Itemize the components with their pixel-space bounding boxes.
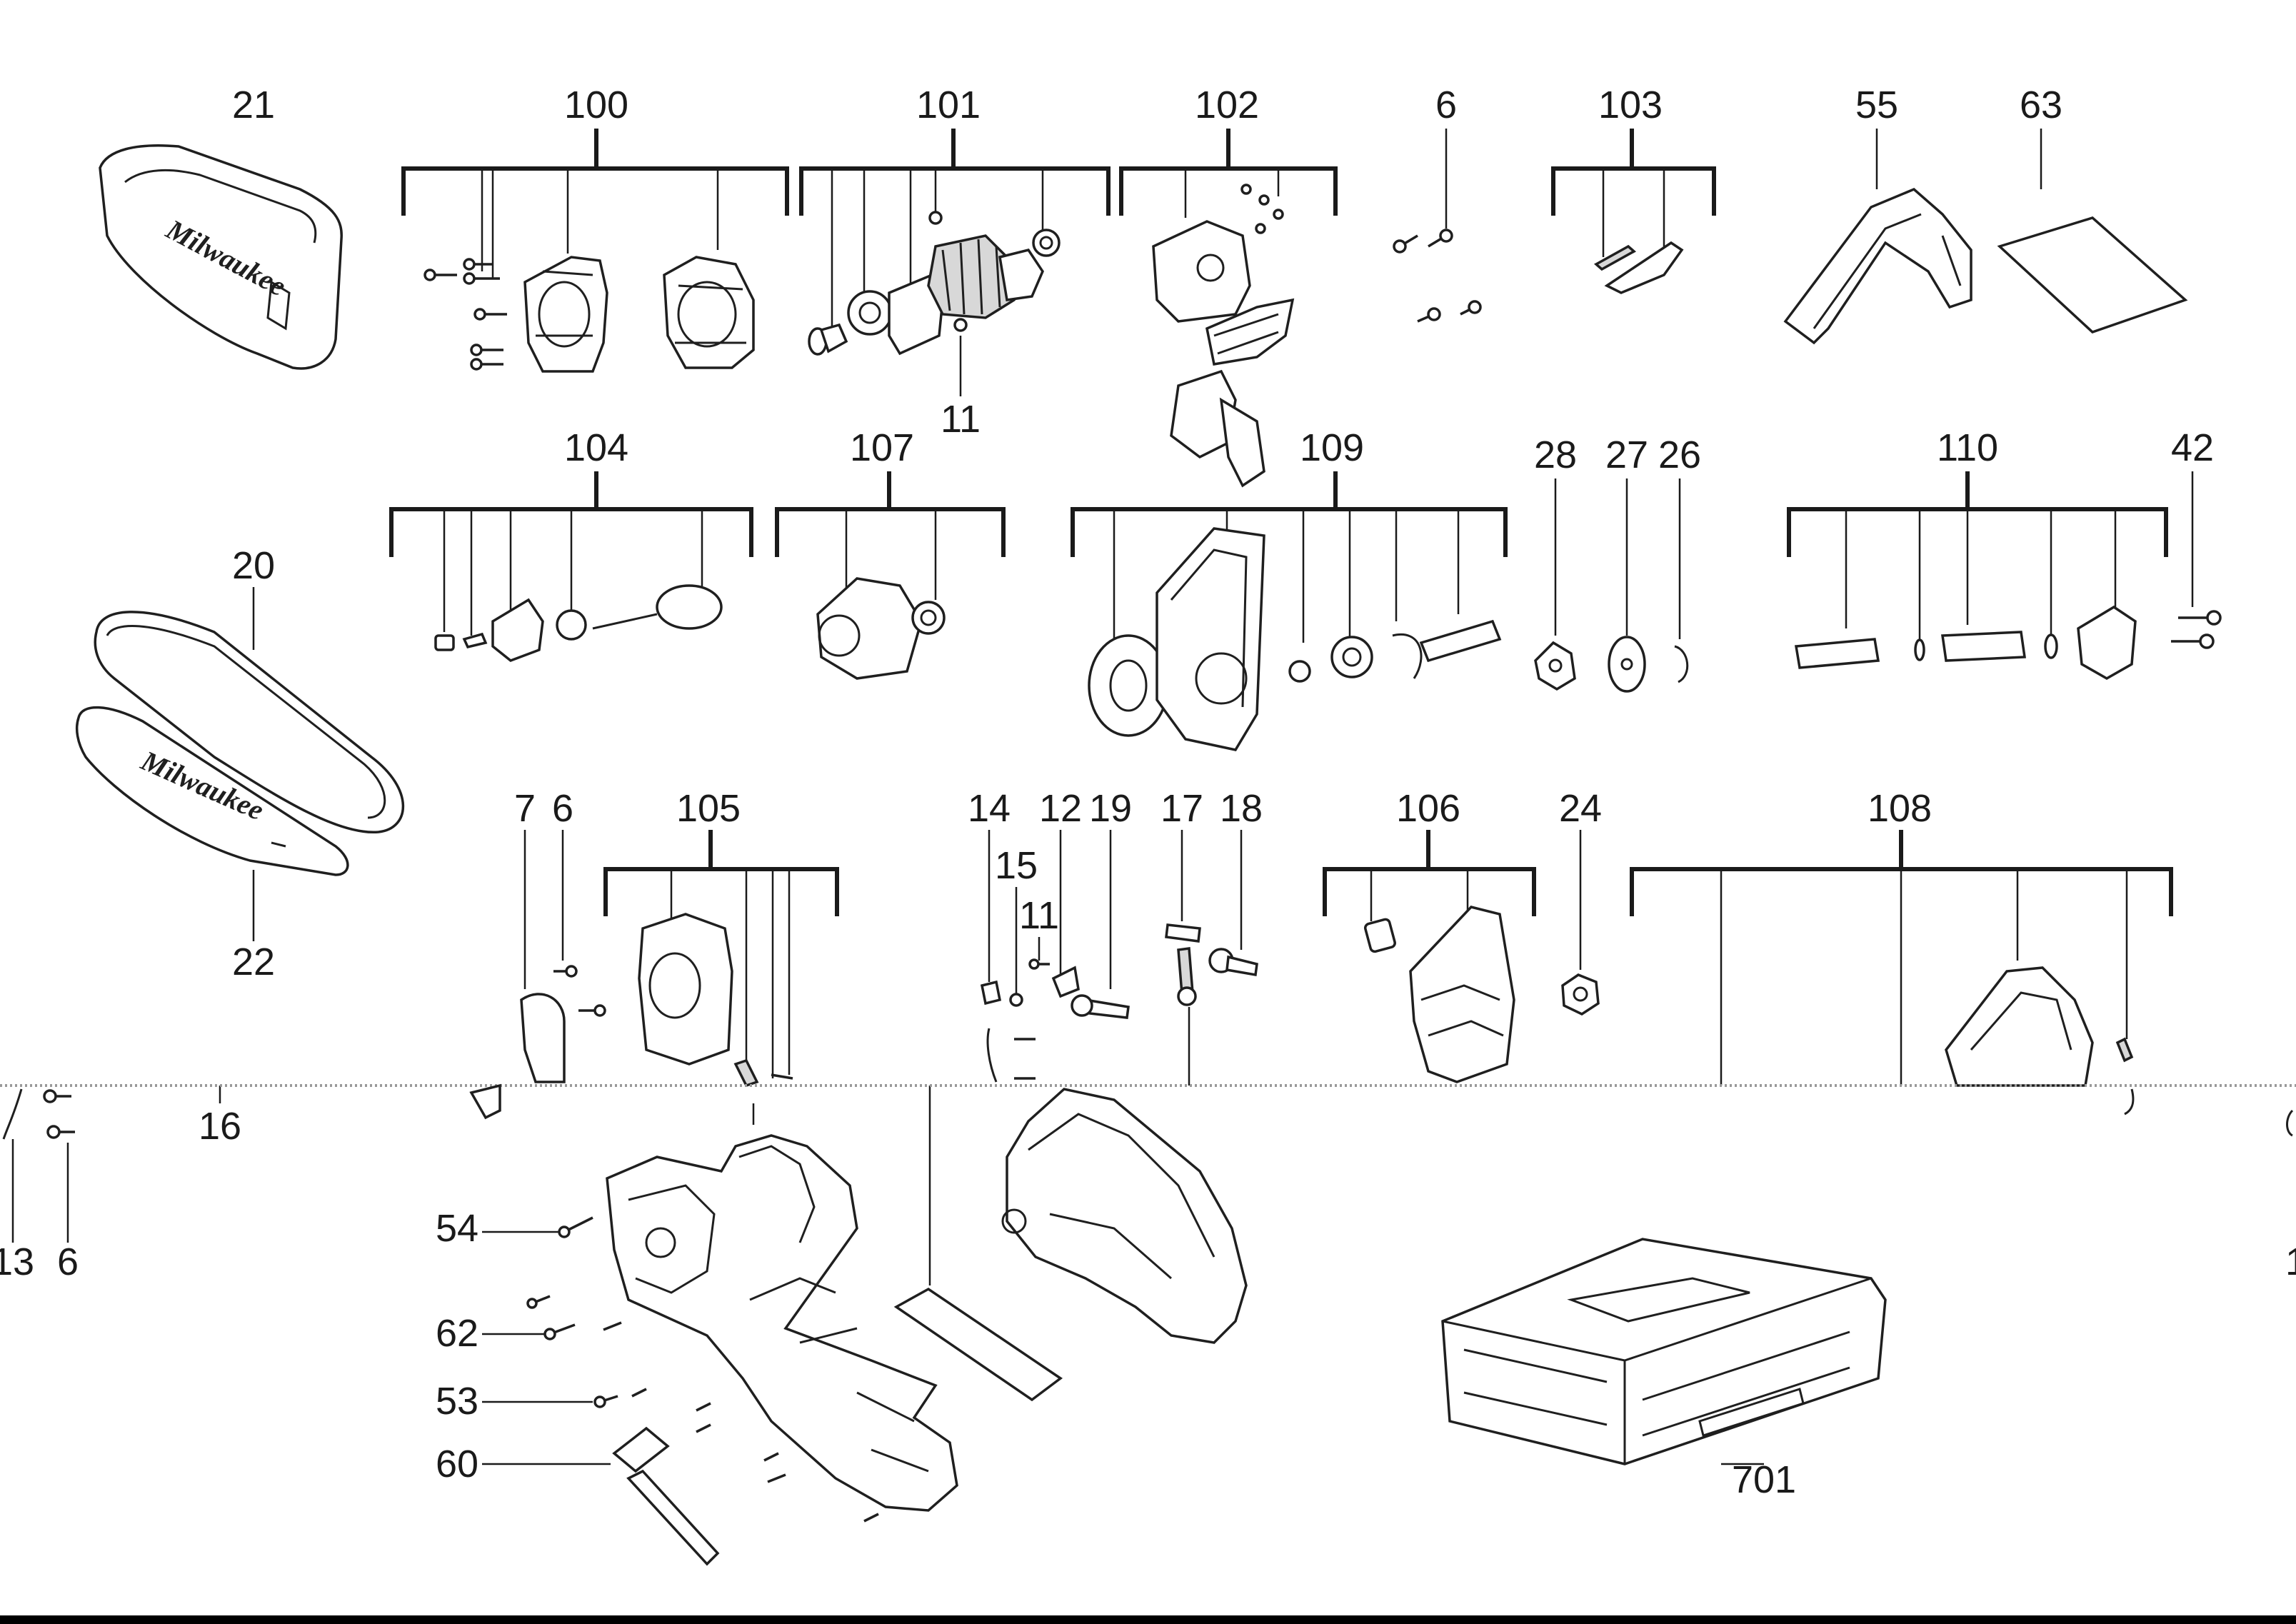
callout-22: 22 bbox=[232, 941, 275, 983]
gear-cover-group-105 bbox=[638, 913, 793, 1088]
callout-17: 17 bbox=[1160, 787, 1203, 830]
callout-53: 53 bbox=[436, 1380, 478, 1423]
bracket-109 bbox=[1071, 471, 1508, 557]
callout-105: 105 bbox=[676, 787, 741, 830]
wrench-part-60 bbox=[612, 1426, 720, 1566]
callout-21: 21 bbox=[232, 84, 275, 126]
carry-case-701-702 bbox=[1441, 1238, 1887, 1465]
callout-101: 101 bbox=[916, 84, 981, 126]
callout-104: 104 bbox=[564, 426, 628, 469]
main-housing-half bbox=[606, 1134, 958, 1512]
callout-20: 20 bbox=[232, 544, 275, 587]
callout-14: 14 bbox=[968, 787, 1011, 830]
callout-16: 16 bbox=[199, 1105, 241, 1148]
warning-label-strip bbox=[893, 1287, 1063, 1402]
callout-42: 42 bbox=[2171, 426, 2214, 469]
callout-60: 60 bbox=[436, 1443, 478, 1485]
adjuster-parts-17-18 bbox=[1165, 923, 1258, 1006]
bracket-100 bbox=[401, 129, 789, 216]
brush-group-103 bbox=[1593, 241, 1684, 294]
oil-pump-group-107 bbox=[816, 577, 946, 680]
callout-7: 7 bbox=[514, 787, 536, 830]
callout-100: 100 bbox=[564, 84, 628, 126]
bracket-105 bbox=[603, 830, 839, 916]
callout-11-mid: 11 bbox=[1019, 894, 1059, 937]
bracket-102 bbox=[1119, 129, 1338, 216]
callout-11-top: 11 bbox=[941, 398, 981, 441]
bottom-border-bar bbox=[0, 1615, 2296, 1624]
bracket-106 bbox=[1323, 830, 1536, 916]
callout-26: 26 bbox=[1658, 433, 1701, 476]
handle-group-108 bbox=[1945, 966, 2134, 1087]
callout-109: 109 bbox=[1300, 426, 1364, 469]
callout-103: 103 bbox=[1598, 84, 1663, 126]
callout-edge: 1 bbox=[2285, 1240, 2296, 1283]
callout-55: 55 bbox=[1855, 84, 1898, 126]
callout-13: 13 bbox=[0, 1240, 34, 1283]
callout-106: 106 bbox=[1396, 787, 1460, 830]
callout-12: 12 bbox=[1039, 787, 1082, 830]
callout-28: 28 bbox=[1534, 433, 1577, 476]
callout-701: 701 bbox=[1732, 1458, 1796, 1501]
gear-housing-group-109 bbox=[1088, 527, 1502, 751]
motor-housing-group-100 bbox=[423, 256, 755, 373]
callout-27: 27 bbox=[1605, 433, 1648, 476]
callout-102: 102 bbox=[1195, 84, 1259, 126]
callout-18: 18 bbox=[1220, 787, 1263, 830]
group-brackets bbox=[11, 129, 2194, 1465]
callout-19: 19 bbox=[1089, 787, 1132, 830]
gasket-and-screws-7-6 bbox=[520, 965, 606, 1083]
opposite-housing-half bbox=[1001, 1088, 1248, 1344]
chain-part-20 bbox=[94, 611, 405, 833]
callout-63: 63 bbox=[2020, 84, 2062, 126]
screws-part-42 bbox=[2171, 610, 2222, 649]
screws-part-6-top bbox=[1393, 229, 1482, 323]
lower-left-parts-13-6-16 bbox=[2, 1083, 501, 1140]
callout-6-mid: 6 bbox=[552, 787, 573, 830]
callout-108: 108 bbox=[1868, 787, 1932, 830]
bracket-107 bbox=[775, 471, 1006, 557]
callout-24: 24 bbox=[1559, 787, 1602, 830]
bracket-110 bbox=[1787, 471, 2168, 557]
label-part-63 bbox=[1997, 216, 2188, 334]
callout-6-low: 6 bbox=[57, 1240, 79, 1283]
callout-6-top: 6 bbox=[1435, 84, 1457, 126]
callout-110: 110 bbox=[1937, 426, 1998, 469]
side-cover-group-106 bbox=[1364, 906, 1515, 1083]
oil-cap-group-104 bbox=[434, 584, 723, 662]
screws-54-62-53 bbox=[526, 1216, 879, 1523]
nut-part-24 bbox=[1561, 973, 1600, 1016]
bracket-103 bbox=[1551, 129, 1716, 216]
tensioner-group-110 bbox=[1794, 605, 2137, 681]
callout-54: 54 bbox=[436, 1207, 478, 1250]
switch-electronics-group-102 bbox=[1152, 184, 1295, 488]
armature-group-101 bbox=[808, 211, 1061, 356]
sprocket-washer-clip-28-27-26 bbox=[1534, 636, 1689, 693]
bracket-101 bbox=[799, 129, 1111, 216]
callout-62: 62 bbox=[436, 1312, 478, 1355]
front-handle-part-55 bbox=[1783, 187, 1972, 345]
chain-guard-part-21: Milwaukee bbox=[99, 144, 343, 370]
right-edge-fragments bbox=[2124, 1088, 2294, 1137]
small-parts-14-15-11-12-19 bbox=[980, 958, 1130, 1083]
callout-15: 15 bbox=[995, 844, 1038, 887]
callout-107: 107 bbox=[850, 426, 914, 469]
